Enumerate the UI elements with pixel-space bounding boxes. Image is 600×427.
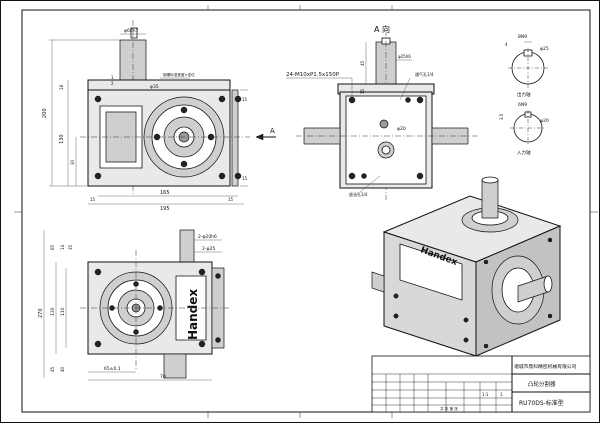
svg-text:A: A	[270, 127, 275, 135]
svg-text:2: 2	[111, 81, 114, 86]
side-view-dimensions: 24-M10xP1.5x150P φ25h6 φ20 通气孔1/4 放油孔1/4…	[286, 42, 434, 197]
svg-text:1: 1	[111, 75, 114, 80]
svg-text:钢槽标准宽度±定位: 钢槽标准宽度±定位	[163, 72, 195, 77]
keyway-bot-label: 入力轴	[517, 149, 531, 156]
svg-text:共 张 第 张: 共 张 第 张	[440, 406, 458, 411]
svg-text:4: 4	[505, 42, 508, 47]
svg-text:35: 35	[68, 244, 73, 250]
svg-text:15: 15	[242, 176, 248, 181]
front-view-dimensions: 200 130 18 30 φ60h7 φ35 钢槽标准宽度±定位 1 2 16…	[42, 28, 248, 212]
svg-text:1: 1	[500, 392, 503, 397]
keyway-top-width: 8N9	[518, 34, 527, 40]
svg-text:1:1: 1:1	[482, 392, 489, 397]
svg-text:45: 45	[50, 366, 55, 372]
svg-text:130: 130	[50, 307, 56, 316]
bottom-brand: Handex	[186, 289, 200, 340]
svg-text:15: 15	[360, 88, 365, 94]
dim-195: 195	[160, 206, 170, 212]
keyway-input: 6N9 φ20 3.5 入力轴	[499, 102, 549, 156]
side-view-a: A 向	[296, 24, 478, 200]
svg-text:2-φ20h6: 2-φ20h6	[198, 234, 217, 240]
svg-text:2-φ25: 2-φ25	[202, 246, 215, 252]
svg-text:110: 110	[60, 307, 66, 316]
svg-text:30: 30	[70, 159, 75, 165]
title-block: 诸城市鼎科精密机械有限公司 凸轮分割器 RU70DS-标准型 1:1 1 共 张…	[371, 355, 591, 413]
drawing-name: 凸轮分割器	[528, 380, 556, 388]
svg-text:14: 14	[60, 244, 65, 250]
svg-text:65: 65	[50, 244, 55, 250]
svg-text:65±0.1: 65±0.1	[104, 366, 121, 372]
svg-text:40: 40	[60, 366, 65, 372]
svg-text:15: 15	[242, 97, 248, 102]
svg-text:φ35: φ35	[150, 84, 159, 90]
bottom-view-dimensions: 2-φ20h6 2-φ25 270 130 110 65 14 35 45 40…	[38, 230, 222, 381]
svg-text:70: 70	[160, 374, 166, 380]
inner-border	[21, 9, 591, 413]
keyway-bot-width: 6N9	[518, 102, 527, 108]
svg-text:15: 15	[90, 197, 96, 202]
front-view	[80, 20, 250, 195]
dim-165: 165	[160, 190, 170, 196]
svg-text:18: 18	[59, 84, 64, 90]
holes-callout: 24-M10xP1.5x150P	[286, 72, 340, 78]
keyway-top-label: 出力轴	[517, 91, 531, 98]
keyway-output: 8N9 φ25 4 出力轴	[505, 34, 549, 98]
keyway-bot-dia: φ20	[540, 118, 549, 124]
svg-text:15: 15	[228, 197, 234, 202]
dim-270: 270	[38, 308, 44, 318]
isometric-view: Handex	[371, 176, 562, 357]
view-a-title: A 向	[374, 24, 390, 34]
svg-text:φ20: φ20	[397, 126, 406, 132]
dim-height: 200	[42, 108, 48, 118]
view-a-arrow: A	[255, 127, 276, 141]
svg-text:130: 130	[59, 134, 65, 144]
svg-text:通气孔1/4: 通气孔1/4	[415, 71, 434, 77]
shaft-dia-label: φ60h7	[124, 28, 139, 34]
svg-text:φ25h6: φ25h6	[398, 54, 411, 59]
svg-text:45: 45	[360, 60, 365, 66]
svg-text:放油孔1/4: 放油孔1/4	[349, 191, 368, 197]
model-name: RU70DS-标准型	[519, 399, 564, 407]
company-name: 诸城市鼎科精密机械有限公司	[514, 363, 577, 370]
bottom-view: Handex	[80, 229, 230, 379]
keyway-top-dia: φ25	[540, 46, 549, 52]
svg-text:3.5: 3.5	[499, 113, 504, 120]
